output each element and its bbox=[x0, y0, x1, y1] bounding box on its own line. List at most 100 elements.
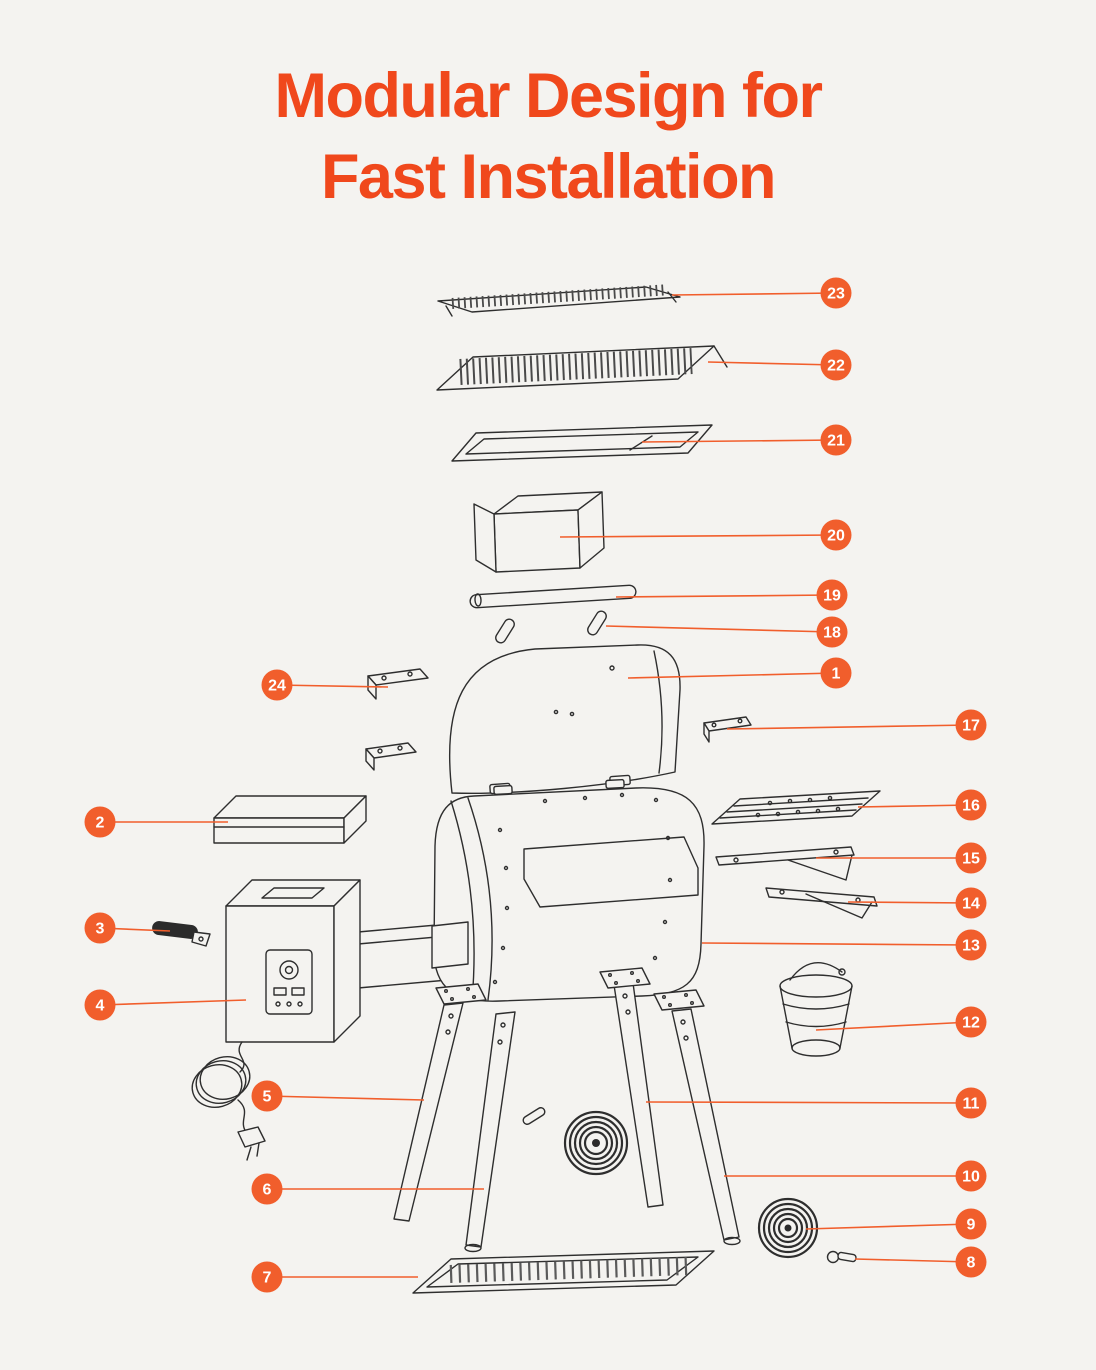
callout-part-9-wheel: 9 bbox=[805, 1208, 987, 1240]
callout-part-8-axle-pin: 8 bbox=[854, 1246, 987, 1278]
art-lid-handle bbox=[152, 921, 211, 947]
art-legs bbox=[393, 982, 741, 1253]
part-number: 1 bbox=[832, 666, 841, 683]
art-hopper-lid bbox=[213, 795, 367, 844]
callout-part-3-lid-handle: 3 bbox=[84, 912, 171, 944]
leader-line bbox=[854, 1258, 972, 1263]
leader-line bbox=[707, 361, 837, 366]
leader-line bbox=[605, 625, 833, 633]
art-grease-tray bbox=[451, 424, 713, 462]
art-pellet-hopper bbox=[225, 879, 361, 1073]
callout-part-2-hopper-lid: 2 bbox=[84, 806, 228, 838]
art-heat-baffle bbox=[473, 491, 605, 573]
part-number-badge bbox=[955, 887, 987, 919]
part-number-badge bbox=[816, 616, 848, 648]
part-number-badge bbox=[251, 1261, 283, 1293]
art-axle-pin bbox=[826, 1250, 857, 1264]
part-number: 2 bbox=[96, 815, 105, 832]
leader-line bbox=[671, 292, 837, 296]
part-number: 13 bbox=[962, 938, 980, 955]
part-number-badge bbox=[955, 1087, 987, 1119]
leader-line bbox=[276, 684, 389, 688]
leader-line bbox=[815, 1021, 972, 1031]
leader-line bbox=[99, 999, 247, 1006]
art-leg-mount-plates bbox=[435, 967, 705, 1011]
callout-part-6-front-left-leg: 6 bbox=[251, 1173, 484, 1205]
art-lock-pins bbox=[495, 610, 607, 644]
part-number: 21 bbox=[827, 433, 845, 450]
part-number-badge bbox=[261, 669, 293, 701]
callout-part-10-front-right-leg: 10 bbox=[724, 1160, 987, 1192]
leader-line bbox=[645, 1101, 972, 1104]
callout-part-11-rear-right-leg: 11 bbox=[645, 1087, 987, 1119]
art-warming-rack bbox=[437, 284, 681, 317]
part-number: 17 bbox=[962, 718, 980, 735]
callout-part-5-rear-left-leg: 5 bbox=[251, 1080, 425, 1112]
part-number: 23 bbox=[827, 286, 845, 303]
part-number: 5 bbox=[263, 1089, 272, 1106]
callout-part-22-cooking-grate: 22 bbox=[707, 349, 852, 381]
art-barrel-body bbox=[357, 778, 705, 1002]
part-number-badge bbox=[84, 989, 116, 1021]
part-number-badge bbox=[955, 842, 987, 874]
part-number: 12 bbox=[962, 1015, 980, 1032]
part-number-badge bbox=[955, 709, 987, 741]
part-number-badge bbox=[251, 1173, 283, 1205]
part-number-badge bbox=[820, 277, 852, 309]
part-number: 15 bbox=[962, 851, 980, 868]
part-number-badge bbox=[816, 579, 848, 611]
part-number: 16 bbox=[962, 798, 980, 815]
part-number: 24 bbox=[268, 678, 286, 695]
art-handle-tube bbox=[469, 584, 637, 609]
headline-line-2: Fast Installation bbox=[320, 141, 777, 212]
callout-part-7-bottom-shelf: 7 bbox=[251, 1261, 418, 1293]
art-flat-bracket bbox=[703, 716, 752, 743]
part-number-badge bbox=[251, 1080, 283, 1112]
callout-part-15-shelf-bracket-upper: 15 bbox=[816, 842, 987, 874]
leader-line bbox=[266, 1095, 425, 1101]
part-number: 20 bbox=[827, 528, 845, 545]
callout-part-12-grease-bucket: 12 bbox=[815, 1006, 987, 1038]
part-number: 7 bbox=[263, 1270, 272, 1287]
callout-part-21-grease-tray: 21 bbox=[641, 424, 852, 456]
leader-line bbox=[701, 942, 972, 946]
leader-line bbox=[726, 724, 972, 730]
callout-part-20-heat-baffle: 20 bbox=[559, 519, 852, 551]
art-side-shelf bbox=[711, 790, 881, 825]
part-number: 19 bbox=[823, 588, 841, 605]
part-number: 3 bbox=[96, 921, 105, 938]
headline-line-1: Modular Design for bbox=[274, 61, 823, 131]
part-number: 22 bbox=[827, 358, 845, 375]
art-shelf-bracket-upper bbox=[715, 846, 855, 881]
part-number: 14 bbox=[962, 896, 980, 913]
part-number-badge bbox=[955, 1160, 987, 1192]
art-bottom-shelf bbox=[412, 1250, 715, 1294]
leader-line bbox=[641, 439, 837, 443]
leader-line bbox=[805, 1223, 972, 1230]
part-number: 11 bbox=[963, 1096, 980, 1113]
art-mounting-brackets bbox=[365, 668, 429, 771]
part-number-badge bbox=[955, 1246, 987, 1278]
part-number-badge bbox=[84, 912, 116, 944]
part-number-badge bbox=[820, 657, 852, 689]
leader-line bbox=[559, 534, 837, 538]
part-number: 9 bbox=[967, 1217, 976, 1234]
part-number-badge bbox=[820, 349, 852, 381]
callout-part-1-grill-lid: 1 bbox=[627, 657, 852, 689]
part-number: 6 bbox=[263, 1182, 272, 1199]
part-number: 8 bbox=[967, 1255, 976, 1272]
part-number-badge bbox=[820, 519, 852, 551]
headline: Modular Design for Fast Installation bbox=[0, 56, 1096, 217]
part-number-badge bbox=[955, 789, 987, 821]
leader-line bbox=[847, 901, 972, 904]
part-number-badge bbox=[955, 1006, 987, 1038]
part-number: 4 bbox=[96, 998, 105, 1015]
leader-line bbox=[627, 672, 837, 679]
callout-part-18-lock-pins: 18 bbox=[605, 616, 848, 648]
part-number: 10 bbox=[962, 1169, 980, 1186]
art-grease-bucket bbox=[779, 962, 853, 1057]
part-number: 18 bbox=[823, 625, 841, 642]
